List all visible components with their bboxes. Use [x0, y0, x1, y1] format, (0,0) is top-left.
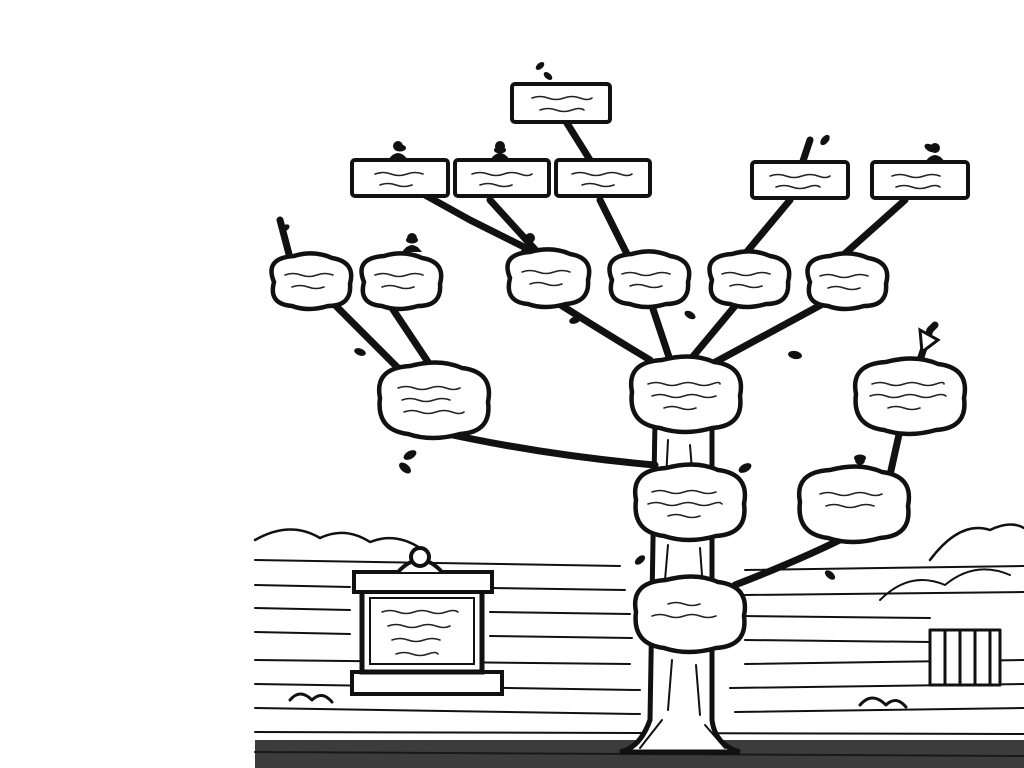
- oval-upper-4: [607, 249, 692, 310]
- fence-right: [928, 628, 1002, 687]
- oval-medallions: [269, 247, 968, 655]
- cloud-right: [928, 523, 1024, 562]
- plate-row2-5: [870, 160, 970, 200]
- oval-right-upper: [852, 356, 968, 437]
- oval-trunk-1: [628, 354, 744, 435]
- urn-ornament: [409, 546, 431, 568]
- sprig-oval-1: [276, 216, 294, 262]
- branch-to-oval-1: [326, 296, 404, 374]
- hill-right: [879, 568, 1011, 601]
- name-plates: [350, 82, 970, 474]
- oval-upper-2: [359, 251, 444, 312]
- bush-right: [858, 696, 908, 709]
- branch-to-oval-6: [686, 296, 744, 364]
- plate-row2-2: [453, 158, 551, 198]
- branch-to-plate-5: [836, 196, 909, 262]
- branch-to-plate-3: [596, 196, 634, 264]
- branch-to-oval-7: [706, 296, 834, 369]
- branch-right-up: [886, 426, 904, 479]
- branch-to-oval-5: [646, 296, 674, 364]
- branch-to-plate-top: [561, 116, 594, 164]
- flag-marker: [918, 327, 941, 355]
- oval-upper-5: [707, 249, 792, 310]
- oval-trunk-2: [632, 462, 748, 543]
- oval-upper-6: [805, 251, 890, 312]
- cloud-left: [253, 528, 422, 550]
- oval-trunk-3: [632, 574, 748, 655]
- branch-to-plate-1: [421, 191, 544, 259]
- plate-row2-4: [750, 160, 850, 200]
- branch-to-oval-2: [386, 301, 434, 369]
- bush-left: [288, 692, 334, 704]
- oval-mid-left: [376, 360, 492, 441]
- oval-upper-1: [269, 251, 354, 312]
- oval-right-lower: [796, 464, 912, 545]
- plate-row2-3: [554, 158, 652, 198]
- plate-top: [510, 82, 612, 124]
- plate-row2-1: [350, 158, 450, 198]
- oval-upper-3: [505, 247, 592, 310]
- tombstone-inscription: [381, 609, 459, 657]
- tombstone: [350, 546, 504, 696]
